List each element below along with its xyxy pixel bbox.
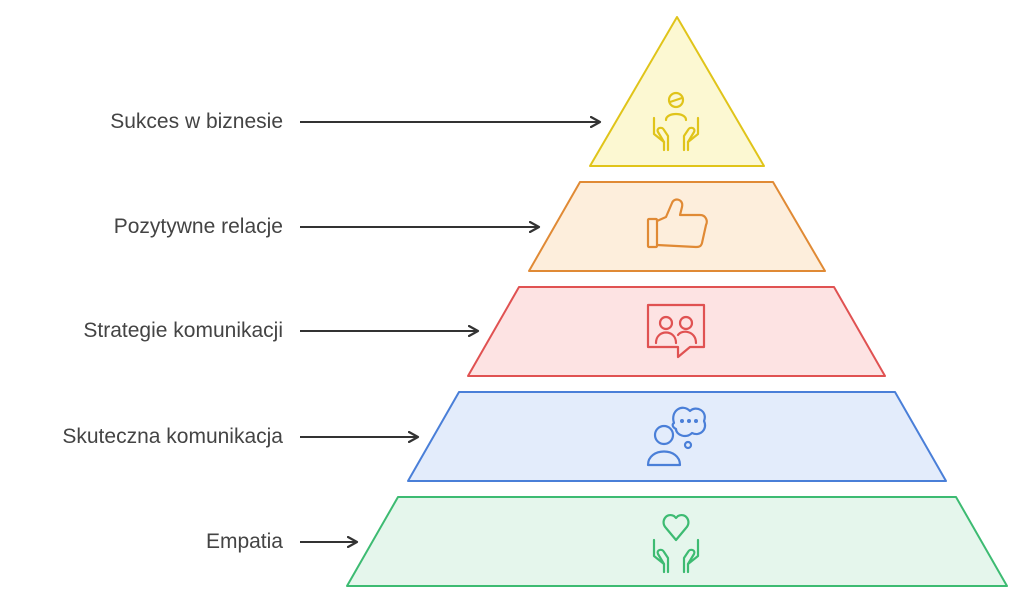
pyramid-level-2 [300, 286, 886, 377]
person-speech-bubble-icon [646, 406, 707, 467]
pyramid-shape [407, 391, 947, 482]
level-label-3: Skuteczna komunikacja [62, 425, 283, 448]
pyramid-level-1 [300, 181, 826, 272]
pyramid-level-3 [300, 391, 947, 482]
level-label-0: Sukces w biznesie [110, 110, 283, 133]
pyramid-level-4 [300, 496, 1008, 587]
thumbs-up-icon [646, 198, 708, 249]
pyramid-shape [589, 16, 765, 167]
chat-people-icon [646, 303, 706, 359]
pyramid-shape [467, 286, 886, 377]
pyramid-shape [528, 181, 826, 272]
level-label-4: Empatia [205, 530, 283, 553]
hands-holding-heart-icon [652, 514, 700, 574]
hands-holding-person-icon [652, 91, 700, 152]
level-label-1: Pozytywne relacje [113, 215, 283, 238]
pyramid-level-0 [300, 16, 765, 167]
level-label-2: Strategie komunikacji [83, 319, 283, 342]
pyramid-shape [346, 496, 1008, 587]
